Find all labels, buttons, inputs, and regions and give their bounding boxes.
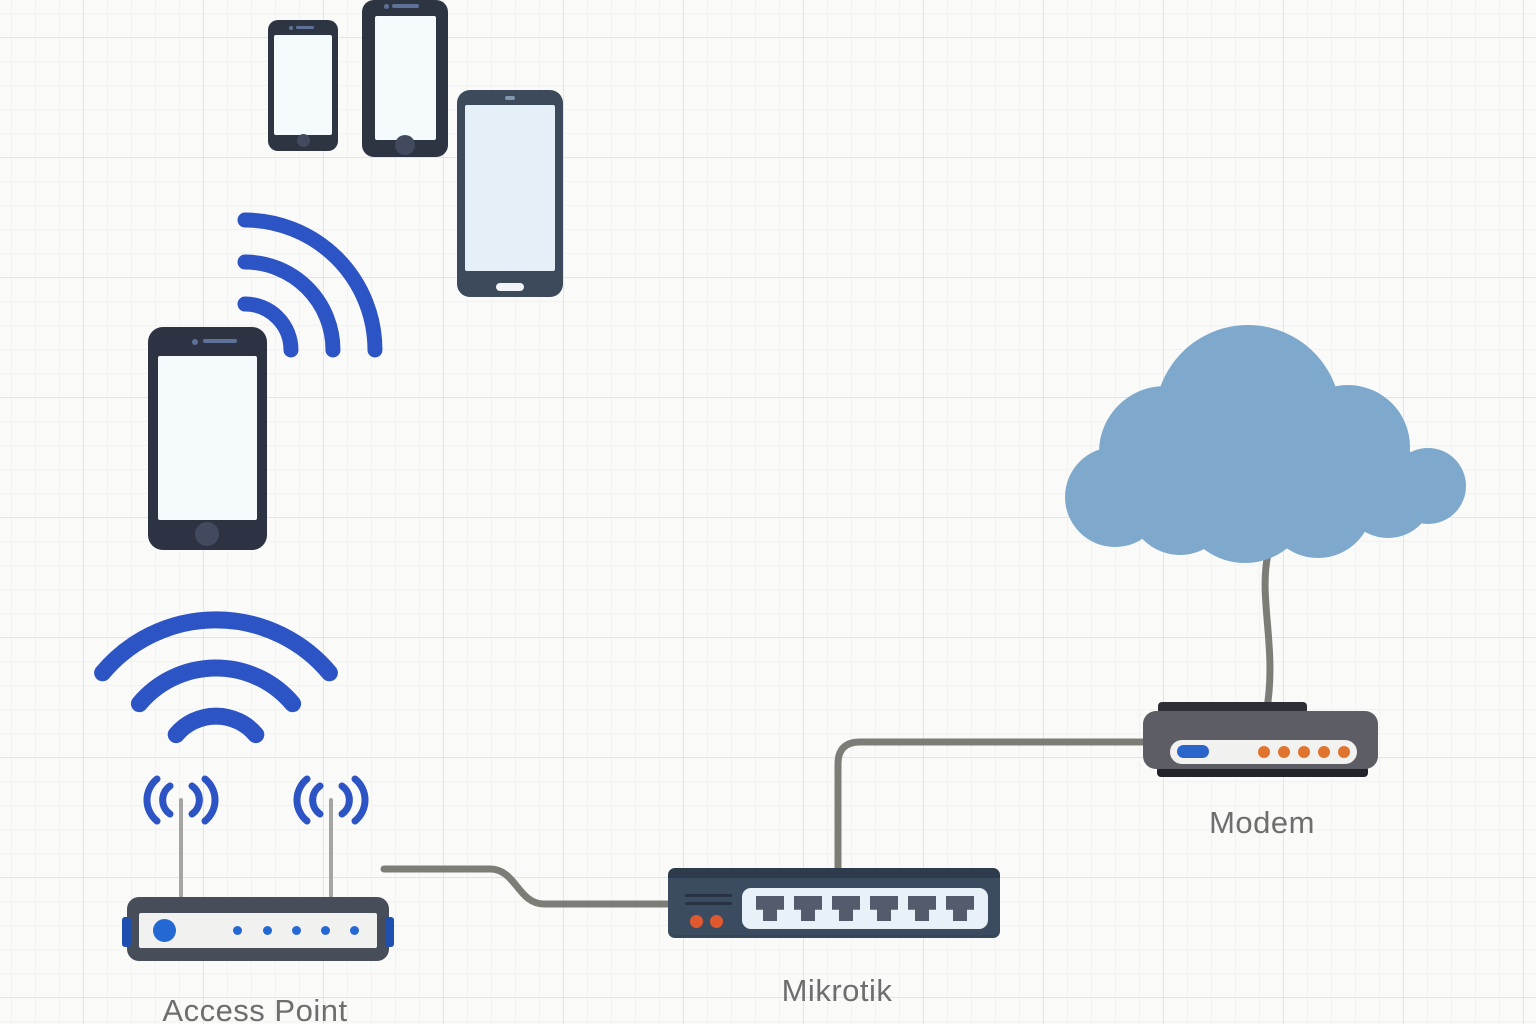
access-point-device[interactable]: [122, 897, 394, 961]
status-led: [263, 926, 272, 935]
phone-screen: [465, 105, 555, 271]
phone-speaker: [296, 26, 314, 29]
ethernet-port-icon: [756, 896, 784, 921]
phone-screen: [158, 356, 257, 520]
modem-device[interactable]: [1143, 702, 1380, 777]
phone-home-button: [395, 135, 415, 155]
mikrotik-switch-device[interactable]: [668, 868, 1000, 938]
status-led: [350, 926, 359, 935]
ethernet-port-icon: [870, 896, 898, 921]
access-point-label: Access Point: [162, 993, 348, 1024]
phone-camera-dot: [505, 96, 515, 100]
ethernet-port-icon: [794, 896, 822, 921]
vent-stripe: [685, 894, 732, 897]
status-led: [292, 926, 301, 935]
cable-mikrotik-to-modem: [834, 738, 1152, 877]
status-led: [233, 926, 242, 935]
cable-accesspoint-to-mikrotik: [380, 865, 674, 908]
access-point-port-left: [122, 917, 131, 947]
antenna-left: [143, 775, 219, 904]
mikrotik-label: Mikrotik: [781, 973, 893, 1008]
status-led-orange: [1338, 746, 1350, 758]
phone-home-button: [297, 134, 310, 147]
access-point-port-right: [385, 917, 394, 947]
cable-modem-to-cloud: [1261, 550, 1274, 718]
vent-stripe: [685, 902, 732, 905]
status-led-orange: [710, 915, 723, 928]
ethernet-port-icon: [908, 896, 936, 921]
phone-camera-dot: [192, 339, 198, 345]
ethernet-port-icon: [946, 896, 974, 921]
smartphone-medium[interactable]: [362, 0, 448, 157]
status-led-orange: [1318, 746, 1330, 758]
status-led-orange: [690, 915, 703, 928]
ethernet-port-icon: [832, 896, 860, 921]
phone-home-button: [195, 522, 219, 546]
wifi-signal-icon-phone: [237, 212, 383, 358]
power-led-bar: [1177, 745, 1209, 758]
antenna-right: [293, 775, 369, 904]
wifi-signal-icon-access-point: [94, 611, 338, 744]
phone-speaker: [392, 4, 419, 8]
modem-label: Modem: [1209, 805, 1315, 840]
modem-bottom-trim: [1157, 766, 1368, 777]
phone-camera-dot: [289, 26, 293, 30]
phone-home-button: [496, 283, 524, 291]
status-led-orange: [1258, 746, 1270, 758]
status-led-orange: [1278, 746, 1290, 758]
smartphone-small[interactable]: [268, 20, 338, 151]
status-led: [321, 926, 330, 935]
access-point-front-panel: [139, 913, 377, 948]
phone-speaker: [203, 339, 237, 343]
ethernet-port-panel: [742, 888, 988, 929]
smartphone-large[interactable]: [457, 90, 563, 297]
phone-screen: [375, 16, 436, 140]
modem-front-panel: [1170, 740, 1357, 764]
power-led: [153, 919, 176, 942]
modem-body: [1143, 711, 1378, 769]
status-led-orange: [1298, 746, 1310, 758]
phone-screen: [274, 35, 332, 135]
smartphone-connecting[interactable]: [148, 327, 267, 550]
phone-camera-dot: [384, 4, 389, 9]
internet-cloud[interactable]: [1065, 325, 1466, 563]
